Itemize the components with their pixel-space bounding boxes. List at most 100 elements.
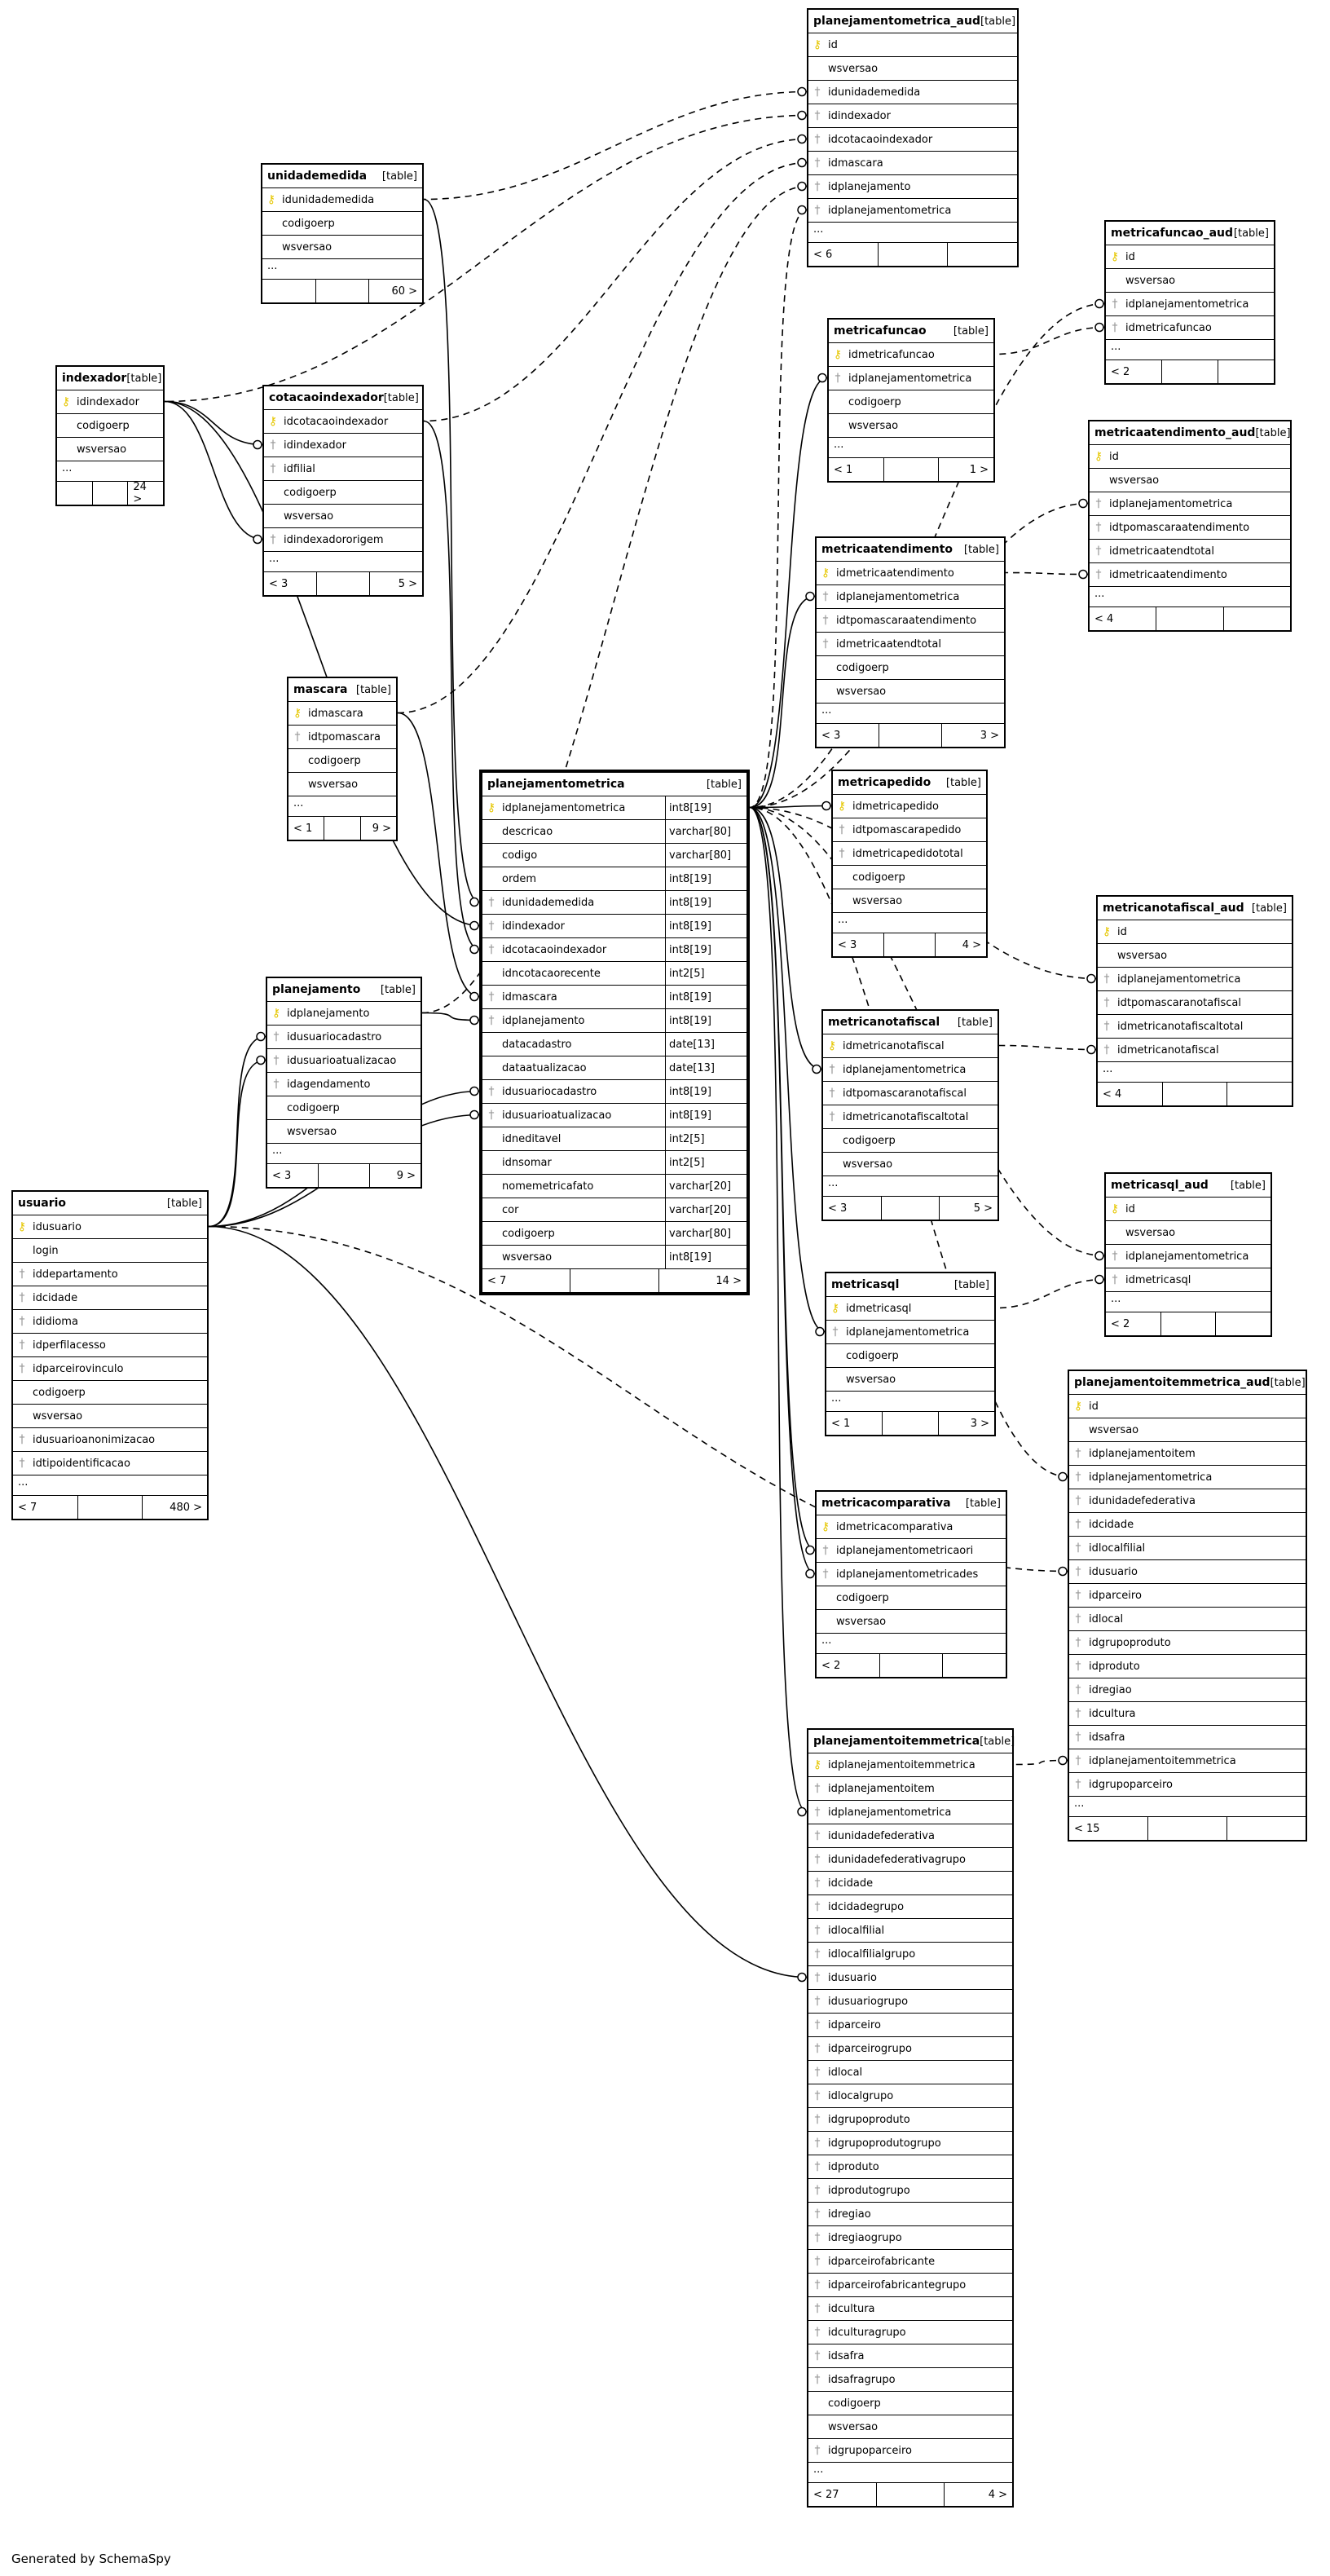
table-name[interactable]: planejamentoitemmetrica (813, 1735, 980, 1748)
column-codigoerp[interactable]: codigoerp (267, 1096, 421, 1120)
column-idregiao[interactable]: †idregiao (1069, 1678, 1306, 1702)
children-count[interactable]: 9 > (372, 822, 391, 835)
table-name[interactable]: planejamentometrica_aud (813, 15, 980, 28)
parents-count[interactable]: < 7 (13, 1496, 78, 1519)
column-idmetricafuncao[interactable]: ⚷idmetricafuncao (829, 343, 993, 367)
column-idprodutogrupo[interactable]: †idprodutogrupo (808, 2179, 1012, 2203)
column-idplanejamentometrica[interactable]: †idplanejamentometrica (1069, 1466, 1306, 1489)
children-count[interactable] (1227, 1817, 1306, 1840)
column-idgrupoproduto[interactable]: †idgrupoproduto (1069, 1631, 1306, 1655)
parents-count[interactable]: < 3 (823, 1197, 882, 1220)
column-idcotacaoindexador[interactable]: †idcotacaoindexador (808, 128, 1017, 152)
column-idparceirofabricante[interactable]: †idparceirofabricante (808, 2250, 1012, 2274)
column-id[interactable]: ⚷id (1106, 1198, 1271, 1221)
parents-count[interactable]: < 15 (1069, 1817, 1148, 1840)
column-idlocalfilialgrupo[interactable]: †idlocalfilialgrupo (808, 1943, 1012, 1966)
column-wsversao[interactable]: wsversao (808, 57, 1017, 81)
column-idparceiro[interactable]: †idparceiro (808, 2014, 1012, 2037)
column-idcidade[interactable]: †idcidade (808, 1872, 1012, 1895)
parents-count[interactable]: < 1 (826, 1412, 883, 1435)
parents-count[interactable]: < 7 (482, 1269, 571, 1292)
children-count[interactable]: 14 > (716, 1274, 742, 1287)
table-metricapedido[interactable]: metricapedido[table]⚷idmetricapedido†idt… (831, 770, 988, 958)
column-idmetricafuncao[interactable]: †idmetricafuncao (1106, 316, 1274, 340)
parents-count[interactable]: < 3 (817, 724, 879, 747)
column-idcultura[interactable]: †idcultura (1069, 1702, 1306, 1726)
column-idtpomascaraatendimento[interactable]: †idtpomascaraatendimento (817, 609, 1004, 633)
column-id[interactable]: ⚷id (1069, 1395, 1306, 1418)
column-codigoerp[interactable]: codigoerp (808, 2392, 1012, 2415)
column-idplanejamentometrica[interactable]: †idplanejamentometrica (826, 1321, 994, 1344)
column-idcotacaoindexador[interactable]: ⚷idcotacaoindexador (264, 410, 422, 434)
children-count[interactable]: 3 > (980, 729, 999, 742)
column-idparceirovinculo[interactable]: †idparceirovinculo (13, 1357, 207, 1381)
children-count[interactable]: 5 > (973, 1202, 993, 1215)
column-codigoerp[interactable]: codigoerp (13, 1381, 207, 1405)
table-name[interactable]: planejamentoitemmetrica_aud (1074, 1376, 1271, 1389)
column-idunidadefederativa[interactable]: †idunidadefederativa (1069, 1489, 1306, 1513)
column-idplanejamento[interactable]: †idplanejamento (808, 175, 1017, 199)
children-count[interactable]: 480 > (170, 1501, 203, 1514)
column-idmetricaatendtotal[interactable]: †idmetricaatendtotal (1090, 540, 1290, 563)
column-idindexador[interactable]: ⚷idindexador (57, 390, 163, 414)
table-name[interactable]: metricacomparativa (821, 1497, 951, 1510)
parents-count[interactable]: < 2 (1106, 360, 1162, 383)
column-idplanejamentometrica[interactable]: †idplanejamentometrica (1106, 1245, 1271, 1268)
column-idplanejamentoitem[interactable]: †idplanejamentoitem (808, 1777, 1012, 1801)
column-ididioma[interactable]: †ididioma (13, 1310, 207, 1334)
table-name[interactable]: mascara (293, 683, 348, 696)
column-idparceirofabricantegrupo[interactable]: †idparceirofabricantegrupo (808, 2274, 1012, 2297)
children-count[interactable] (948, 243, 1017, 266)
table-name[interactable]: planejamento (272, 983, 361, 996)
table-metricaatendimento[interactable]: metricaatendimento[table]⚷idmetricaatend… (815, 536, 1006, 748)
table-name[interactable]: unidademedida (267, 170, 368, 183)
column-idsafra[interactable]: †idsafra (1069, 1726, 1306, 1749)
column-idfilial[interactable]: †idfilial (264, 457, 422, 481)
column-idproduto[interactable]: †idproduto (1069, 1655, 1306, 1678)
parents-count[interactable]: < 6 (808, 243, 879, 266)
column-idplanejamentometrica[interactable]: †idplanejamentometrica (817, 585, 1004, 609)
column-idcidadegrupo[interactable]: †idcidadegrupo (808, 1895, 1012, 1919)
column-idplanejamentometrica[interactable]: †idplanejamentometrica (829, 367, 993, 390)
column-idusuario[interactable]: ⚷idusuario (13, 1215, 207, 1239)
column-idplanejamentometrica[interactable]: †idplanejamentometrica (823, 1058, 998, 1082)
column-idplanejamentoitem[interactable]: †idplanejamentoitem (1069, 1442, 1306, 1466)
column-idtpomascaranotafiscal[interactable]: †idtpomascaranotafiscal (823, 1082, 998, 1105)
column-idindexadororigem[interactable]: †idindexadororigem (264, 528, 422, 552)
column-idplanejamentometrica[interactable]: †idplanejamentometrica (1098, 968, 1292, 991)
column-idusuarioatualizacao[interactable]: †idusuarioatualizacao (267, 1049, 421, 1073)
children-count[interactable] (1224, 607, 1290, 630)
column-wsversao[interactable]: wsversao (808, 2415, 1012, 2439)
column-wsversao[interactable]: wsversao (826, 1368, 994, 1392)
table-metricanotafiscal[interactable]: metricanotafiscal[table]⚷idmetricanotafi… (821, 1009, 999, 1221)
table-name[interactable]: metricasql_aud (1111, 1179, 1209, 1192)
column-codigoerp[interactable]: codigoerp (833, 866, 986, 889)
column-idmetricaatendimento[interactable]: †idmetricaatendimento (1090, 563, 1290, 587)
parents-count[interactable] (262, 280, 316, 302)
column-idusuariocadastro[interactable]: †idusuariocadastro (267, 1026, 421, 1049)
column-idregiao[interactable]: †idregiao (808, 2203, 1012, 2226)
column-idplanejamentoitemmetrica[interactable]: ⚷idplanejamentoitemmetrica (808, 1753, 1012, 1777)
column-id[interactable]: ⚷id (1098, 920, 1292, 944)
column-wsversao[interactable]: wsversao (1098, 944, 1292, 968)
column-idgrupoproduto[interactable]: †idgrupoproduto (808, 2108, 1012, 2132)
children-count[interactable]: 24 > (133, 481, 147, 505)
column-idplanejamentometrica[interactable]: †idplanejamentometrica (808, 1801, 1012, 1824)
column-wsversao[interactable]: wsversao (288, 773, 396, 796)
column-idmetricanotafiscal[interactable]: ⚷idmetricanotafiscal (823, 1034, 998, 1058)
children-count[interactable]: 4 > (988, 2488, 1008, 2501)
parents-count[interactable]: < 2 (817, 1654, 880, 1677)
children-count[interactable] (1218, 360, 1274, 383)
column-wsversao[interactable]: wsversao (823, 1153, 998, 1176)
column-idmetricaatendtotal[interactable]: †idmetricaatendtotal (817, 633, 1004, 656)
